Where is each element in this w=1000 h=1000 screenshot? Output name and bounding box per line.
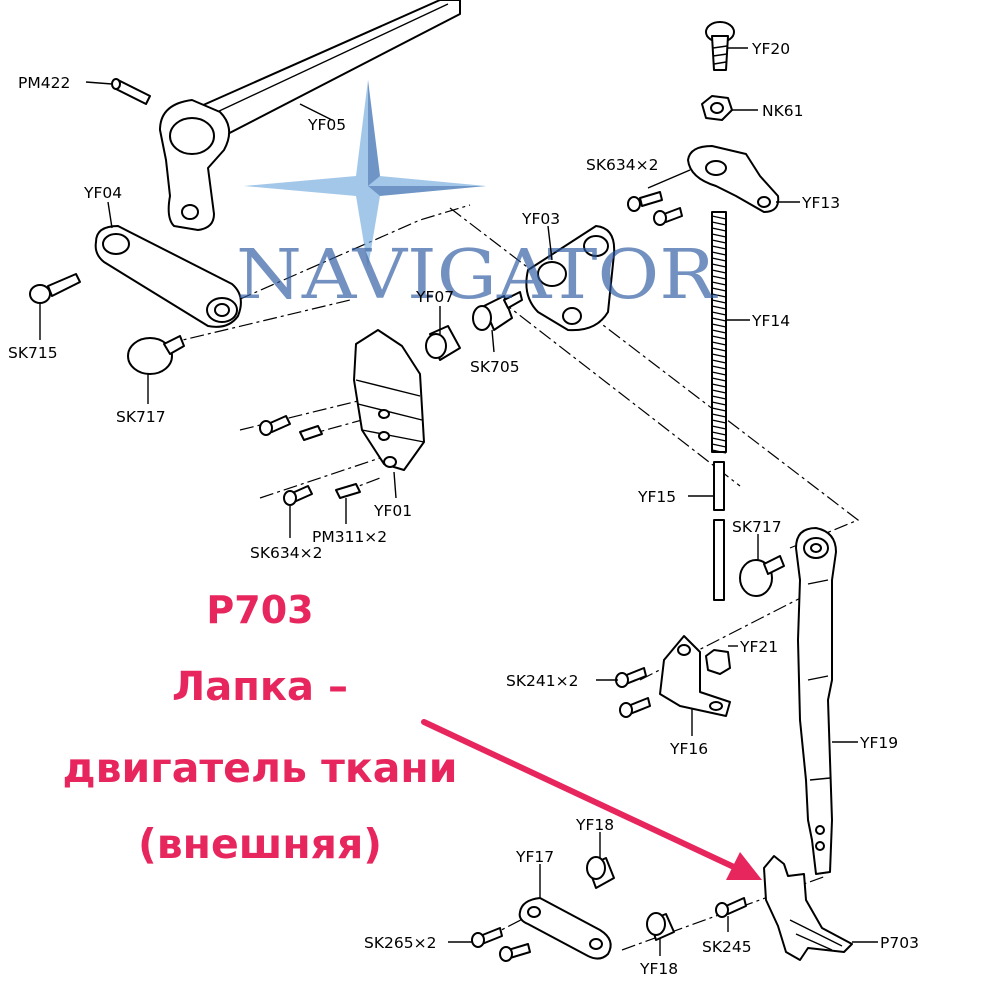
label-p703: P703 [880, 934, 919, 952]
yf18-bushing-b [646, 912, 675, 941]
sk245-screw [715, 897, 747, 918]
pointer-arrow [421, 719, 762, 880]
yf21-nut [705, 649, 731, 675]
yf15-rod [713, 461, 725, 601]
yf14-spring [711, 211, 727, 454]
navigator-logo: NAVIGATOR [236, 80, 718, 315]
caption-line-3: (внешняя) [137, 820, 383, 868]
yf03-block [525, 225, 616, 332]
sk241-screws [615, 667, 651, 718]
yf18-bushing-a [586, 856, 615, 889]
yf16-bracket [659, 635, 731, 717]
label-pm422: PM422 [18, 74, 70, 92]
label-sk634-b: SK634×2 [586, 156, 658, 174]
yf05-shaft-assembly [111, 0, 461, 231]
label-yf21: YF21 [739, 638, 778, 656]
sk717-thumbscrew-b [739, 555, 785, 597]
label-nk61: NK61 [762, 102, 803, 120]
label-yf17: YF17 [515, 848, 554, 866]
sk634-screws-b [627, 191, 683, 226]
caption-line-1: Лапка – [172, 664, 348, 710]
watermark-text: NAVIGATOR [236, 236, 718, 315]
label-sk717-b: SK717 [732, 518, 782, 536]
label-yf01: YF01 [373, 502, 412, 520]
label-yf03: YF03 [521, 210, 560, 228]
yf13-bracket [687, 145, 780, 213]
yf01-screws [259, 415, 361, 506]
label-sk245: SK245 [702, 938, 752, 956]
sk717-thumbscrew-a [127, 335, 185, 375]
yf04-link [94, 225, 242, 328]
label-yf13: YF13 [801, 194, 840, 212]
sk705-screw [472, 291, 523, 331]
sk715-screw [29, 273, 81, 304]
yf01-bracket [353, 329, 425, 471]
yf20-screw [705, 21, 735, 71]
label-yf04: YF04 [83, 184, 122, 202]
nk61-nut [701, 95, 733, 121]
compass-star-icon [244, 80, 486, 268]
label-sk241: SK241×2 [506, 672, 578, 690]
label-sk715: SK715 [8, 344, 58, 362]
label-yf19: YF19 [859, 734, 898, 752]
yf07-bushing [425, 325, 461, 361]
label-sk265: SK265×2 [364, 934, 436, 952]
label-sk634-a: SK634×2 [250, 544, 322, 562]
caption-code: P703 [206, 588, 314, 632]
yf19-arm [795, 527, 837, 875]
label-yf05: YF05 [307, 116, 346, 134]
label-pm311: PM311×2 [312, 528, 387, 546]
label-yf16: YF16 [669, 740, 708, 758]
yf17-plate [518, 897, 612, 960]
label-yf18-b: YF18 [639, 960, 678, 978]
label-yf18-a: YF18 [575, 816, 614, 834]
caption-line-2: двигатель ткани [62, 744, 458, 792]
label-sk717-a: SK717 [116, 408, 166, 426]
label-sk705: SK705 [470, 358, 520, 376]
label-yf20: YF20 [751, 40, 790, 58]
label-yf15: YF15 [637, 488, 676, 506]
p703-presser-foot [763, 855, 853, 961]
label-yf07: YF07 [415, 288, 454, 306]
sk265-screws [471, 927, 531, 962]
part-labels: PM422 YF05 YF04 SK715 SK717 YF03 YF07 SK… [8, 40, 919, 978]
label-yf14: YF14 [751, 312, 790, 330]
